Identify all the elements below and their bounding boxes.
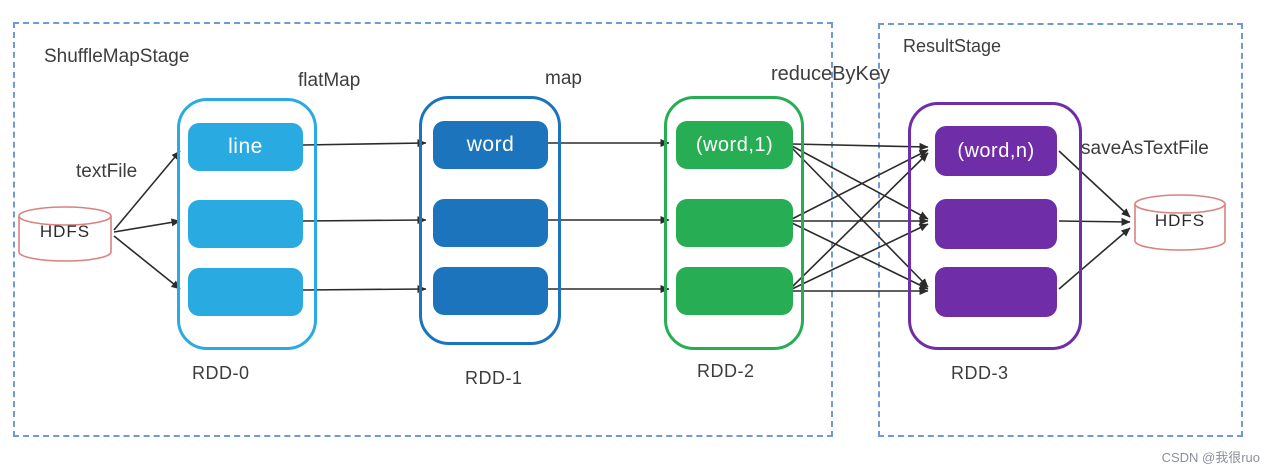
rdd-1-partition-2 bbox=[433, 199, 548, 247]
rdd-3-container: (word,n) bbox=[908, 102, 1082, 350]
shuffle-map-stage-boundary bbox=[13, 22, 833, 437]
hdfs-source-label: HDFS bbox=[39, 222, 91, 241]
rdd-1-name: RDD-1 bbox=[465, 368, 523, 388]
arrow-textfile-3 bbox=[113, 235, 181, 290]
saveastextfile-operation-label: saveAsTextFile bbox=[1081, 138, 1209, 159]
rdd-2-container: (word,1) bbox=[664, 96, 804, 350]
arrow-shuffle-1-1 bbox=[791, 142, 929, 151]
rdd-0-container: line bbox=[177, 98, 317, 350]
rdd-0-name: RDD-0 bbox=[192, 363, 250, 383]
hdfs-source-cylinder bbox=[18, 206, 112, 262]
shuffle-map-stage-title: ShuffleMapStage bbox=[44, 46, 190, 67]
rdd-2-partition-2 bbox=[676, 199, 793, 247]
rdd-1-partition-1: word bbox=[433, 121, 548, 169]
hdfs-sink-cylinder bbox=[1134, 194, 1226, 251]
csdn-watermark: CSDN @我很ruo bbox=[1161, 450, 1260, 465]
map-operation-label: map bbox=[545, 68, 582, 89]
arrow-save-1 bbox=[1058, 150, 1131, 218]
hdfs-sink-label: HDFS bbox=[1154, 211, 1206, 230]
arrow-flatmap-2 bbox=[302, 216, 427, 225]
rdd-0-partition-1: line bbox=[188, 123, 303, 171]
flatmap-operation-label: flatMap bbox=[298, 70, 361, 91]
arrow-save-3 bbox=[1058, 227, 1131, 290]
rdd-1-container: word bbox=[419, 96, 561, 345]
textfile-operation-label: textFile bbox=[76, 161, 138, 182]
rdd-2-partition-1: (word,1) bbox=[676, 121, 793, 169]
rdd-2-name: RDD-2 bbox=[697, 361, 755, 381]
arrow-shuffle-3-1 bbox=[791, 152, 929, 288]
result-stage-title: ResultStage bbox=[903, 36, 1002, 56]
arrow-shuffle-2-1 bbox=[791, 149, 929, 220]
rdd-3-partition-2 bbox=[935, 199, 1057, 249]
rdd-3-partition-3 bbox=[935, 267, 1057, 317]
arrow-save-2 bbox=[1058, 217, 1131, 226]
rdd-3-name: RDD-3 bbox=[951, 363, 1009, 383]
arrow-flatmap-1 bbox=[302, 139, 427, 148]
arrow-shuffle-1-3 bbox=[791, 147, 929, 288]
arrow-flatmap-3 bbox=[302, 285, 427, 294]
arrow-textfile-2 bbox=[113, 218, 181, 233]
rdd-3-partition-1: (word,n) bbox=[935, 126, 1057, 176]
arrow-shuffle-3-2 bbox=[791, 223, 929, 290]
rdd-1-partition-3 bbox=[433, 267, 548, 315]
arrow-textfile-1 bbox=[113, 150, 181, 231]
rdd-0-partition-3 bbox=[188, 268, 303, 316]
reducebykey-operation-label: reduceByKey bbox=[771, 63, 890, 85]
rdd-0-partition-2 bbox=[188, 200, 303, 248]
result-stage-boundary bbox=[878, 23, 1243, 437]
rdd-2-partition-3 bbox=[676, 267, 793, 315]
arrow-shuffle-1-2 bbox=[791, 145, 929, 220]
